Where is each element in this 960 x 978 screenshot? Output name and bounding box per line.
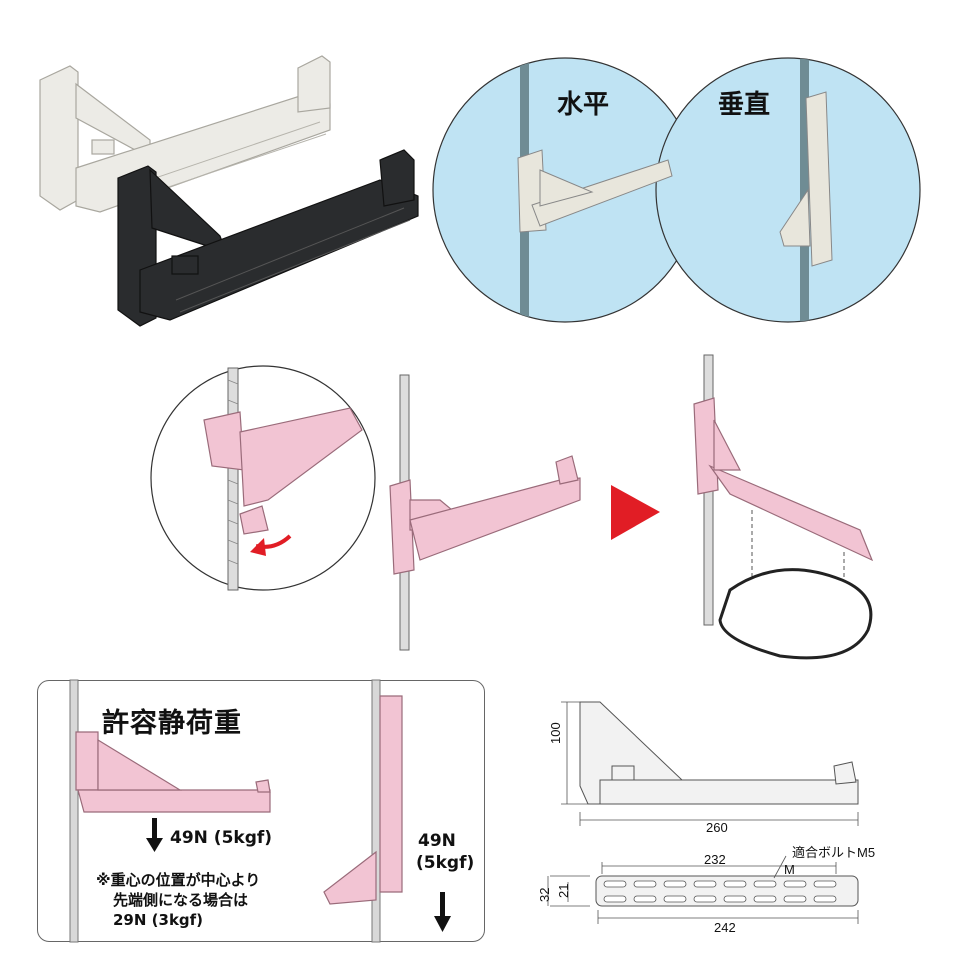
down-arrow-icon (434, 892, 451, 932)
note-line-1: ※重心の位置が中心より (96, 871, 261, 889)
vertical-load-value: 49N (418, 831, 456, 851)
note-line-3: 29N (3kgf) (113, 911, 204, 929)
down-arrow-icon (146, 818, 163, 852)
vertical-label: 垂直 (718, 90, 771, 120)
dim-height: 100 (548, 722, 563, 744)
vertical-mount-circle (655, 57, 921, 323)
dim-width-outer: 32 (537, 887, 552, 902)
dim-overall: 242 (714, 920, 736, 935)
horizontal-label: 水平 (557, 90, 610, 120)
bolt-label: 適合ボルトM5 (792, 845, 876, 860)
dim-width-inner: 21 (556, 883, 571, 898)
next-step-arrow-icon (611, 485, 660, 540)
load-panel-title: 許容静荷重 (102, 708, 242, 739)
tray (718, 568, 873, 660)
dim-slot-span: 232 (704, 852, 726, 867)
dim-length: 260 (706, 820, 728, 835)
vertical-load-unit: (5kgf) (416, 853, 475, 873)
horizontal-load: 49N (5kgf) (170, 828, 273, 848)
bolt-mark: M (784, 862, 795, 877)
note-line-2: 先端側になる場合は (113, 891, 249, 909)
